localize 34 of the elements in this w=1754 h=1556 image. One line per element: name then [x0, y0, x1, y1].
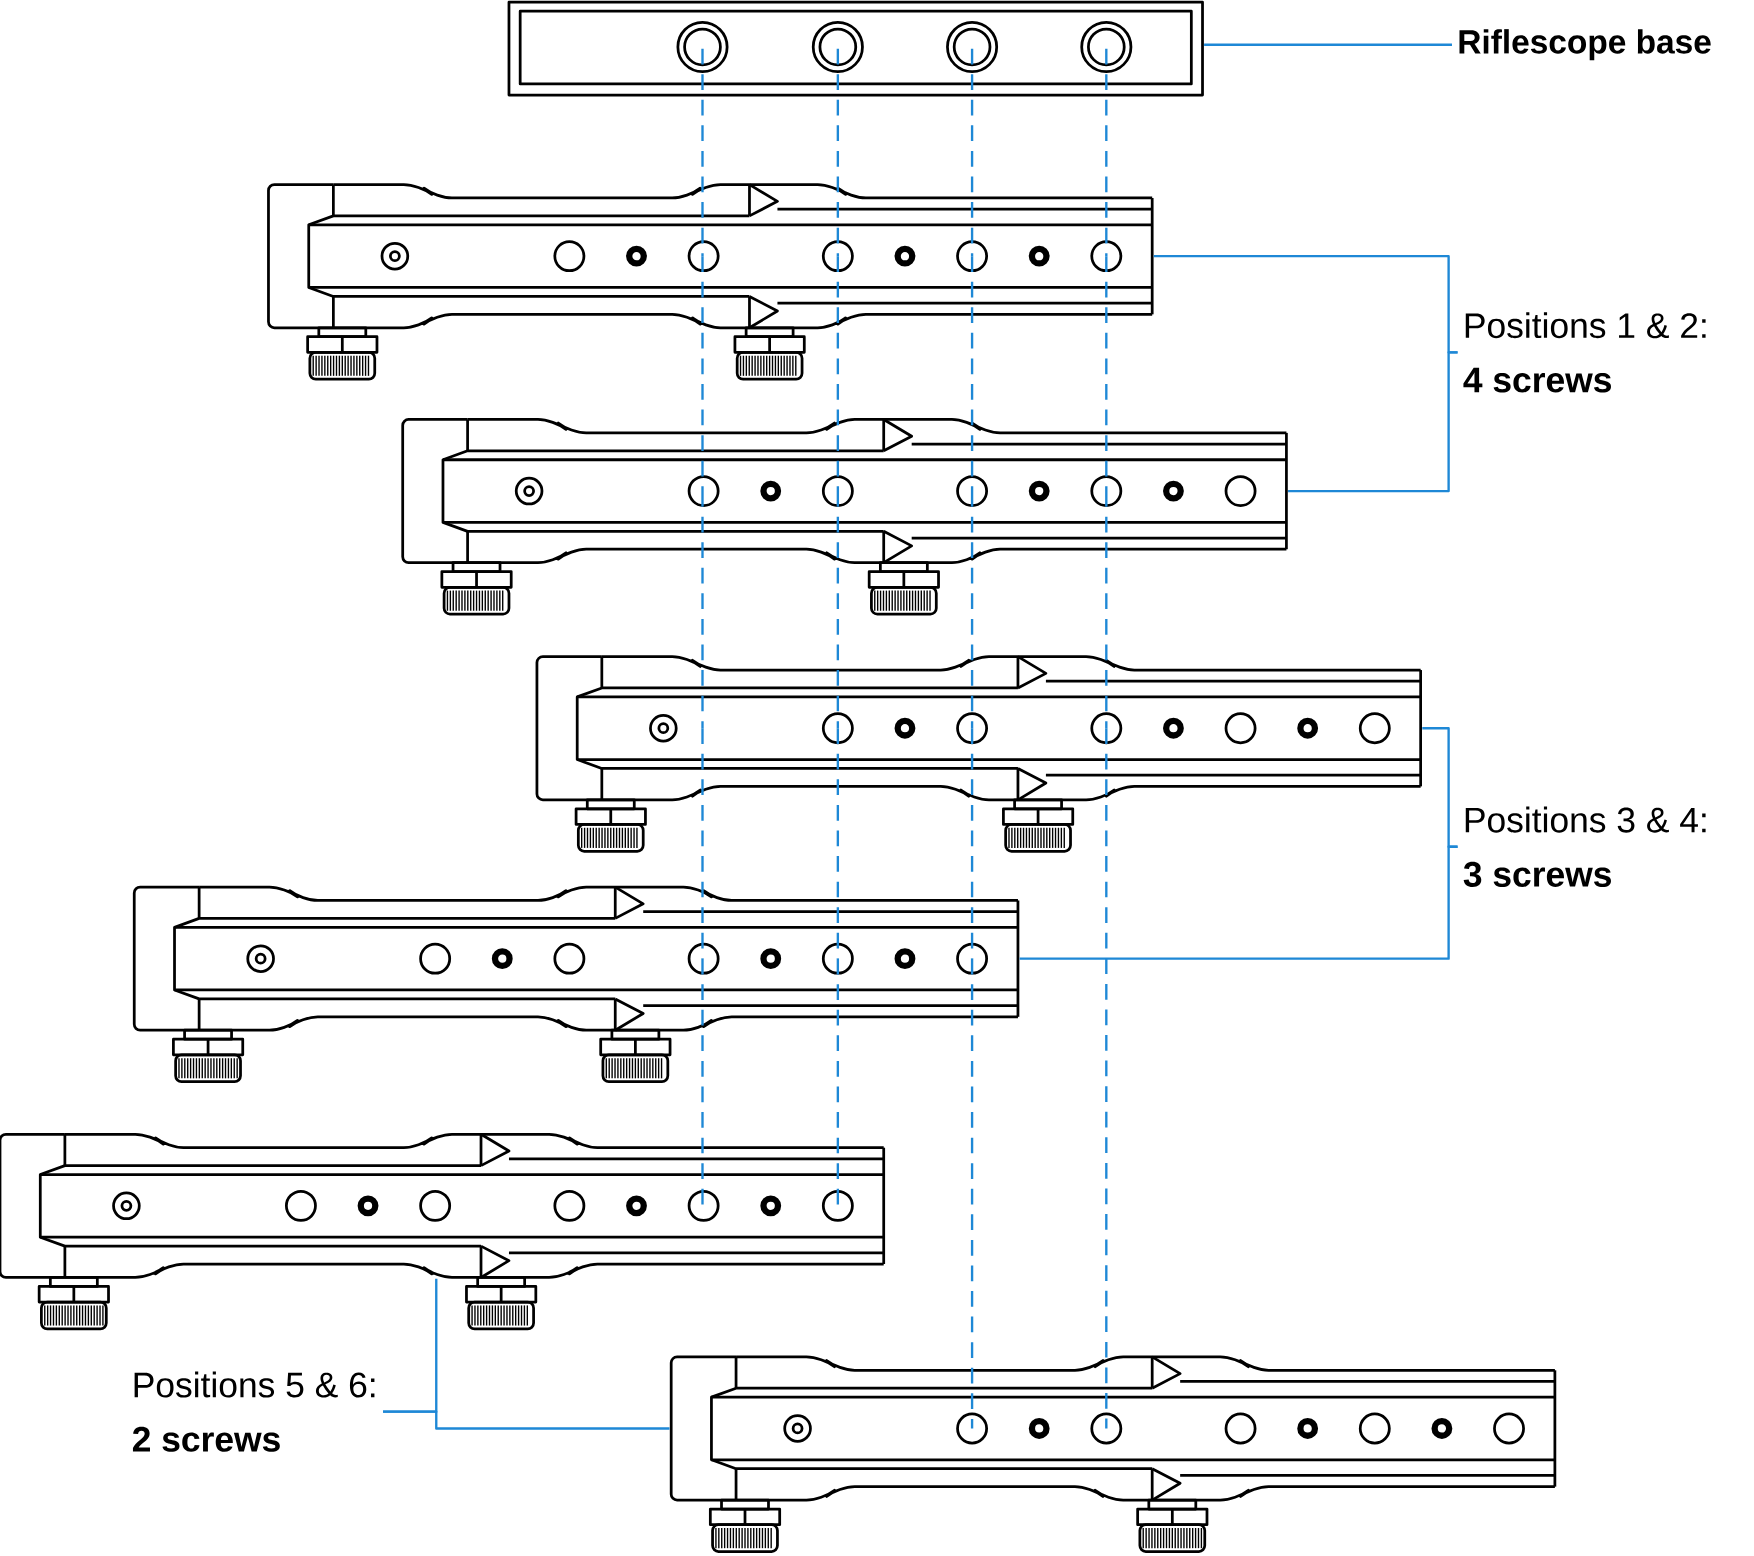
- alignment-line: [836, 728, 840, 959]
- alignment-line: [970, 256, 974, 492]
- alignment-line: [970, 48, 974, 257]
- alignment-line: [1105, 491, 1108, 729]
- mounting-rail-drawing: [669, 1355, 1557, 1553]
- alignment-line: [1105, 48, 1108, 257]
- alignment-line: [970, 728, 974, 959]
- alignment-line: [701, 256, 704, 492]
- mounting-rail-drawing: [132, 885, 1020, 1084]
- riflescope-base-drawing: [507, 0, 1204, 97]
- alignment-line: [701, 48, 704, 257]
- leader-line: [1204, 43, 1452, 46]
- alignment-line: [701, 958, 704, 1206]
- callout-label: Positions 5 & 6: 2 screws: [132, 1371, 375, 1452]
- mounting-rail-drawing: [535, 655, 1423, 853]
- callout-label: Positions 1 & 2: 4 screws: [1463, 312, 1706, 393]
- alignment-line: [701, 728, 704, 959]
- mounting-rail-drawing: [0, 1132, 886, 1331]
- bracket-line: [1019, 845, 1458, 960]
- alignment-line: [836, 256, 840, 492]
- alignment-line: [1105, 256, 1108, 492]
- alignment-line: [970, 958, 974, 1429]
- alignment-line: [701, 491, 704, 729]
- alignment-line: [836, 491, 840, 729]
- alignment-line: [1105, 728, 1108, 1429]
- callout-label: Riflescope base: [1459, 29, 1711, 61]
- alignment-line: [970, 491, 974, 729]
- mounting-rail-drawing: [267, 183, 1154, 381]
- alignment-line: [836, 48, 840, 257]
- alignment-line: [836, 958, 840, 1206]
- callout-label: Positions 3 & 4: 3 screws: [1463, 806, 1706, 887]
- mounting-rail-drawing: [401, 418, 1288, 616]
- bracket-line: [1288, 351, 1458, 493]
- bracket-line: [383, 1410, 670, 1430]
